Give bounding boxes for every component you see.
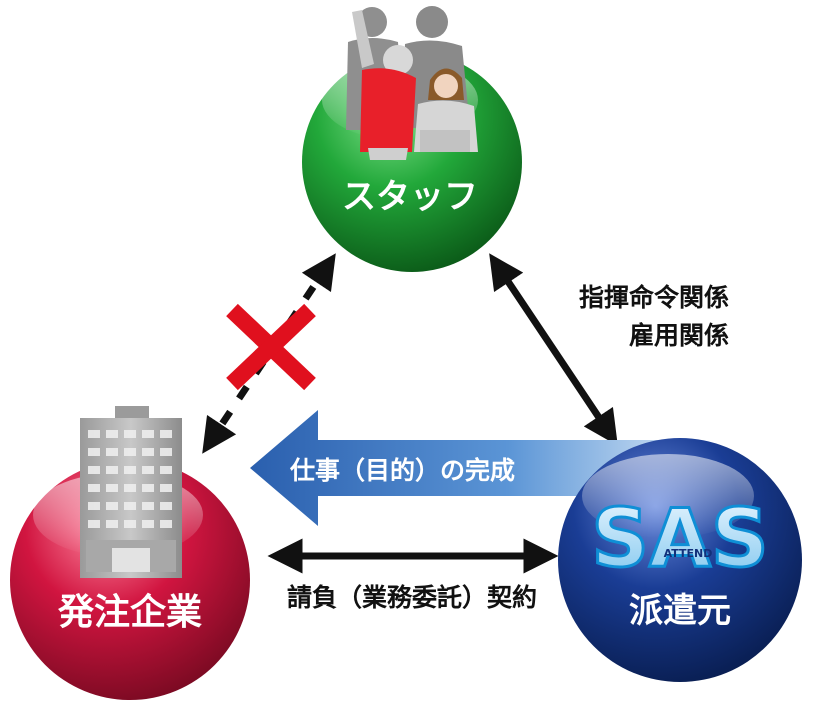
building-icon — [80, 406, 182, 578]
command-relation-label: 指揮命令関係 — [579, 283, 729, 312]
employment-relation-label: 雇用関係 — [629, 321, 729, 350]
sas-logo: SAS ATTEND — [590, 491, 770, 587]
staff-people-icon — [346, 6, 478, 160]
client-label: 発注企業 — [58, 591, 202, 633]
staff-dispatcher-connector — [489, 253, 618, 446]
work-flow-label: 仕事（目的）の完成 — [289, 456, 515, 485]
staff-label: スタッフ — [342, 177, 478, 217]
staff-node: スタッフ — [302, 6, 522, 272]
contract-label: 請負（業務委託）契約 — [287, 583, 537, 612]
dispatcher-node: SAS ATTEND 派遣元 — [558, 438, 802, 682]
work-flow-arrow: 仕事（目的）の完成 — [250, 410, 680, 526]
dispatcher-label: 派遣元 — [629, 591, 731, 631]
cross-mark-icon — [226, 303, 316, 391]
sas-logo-text: SAS — [591, 492, 768, 585]
client-node: 発注企業 — [10, 406, 250, 700]
staff-client-connector — [202, 253, 336, 454]
sas-logo-subtext: ATTEND — [664, 547, 713, 560]
